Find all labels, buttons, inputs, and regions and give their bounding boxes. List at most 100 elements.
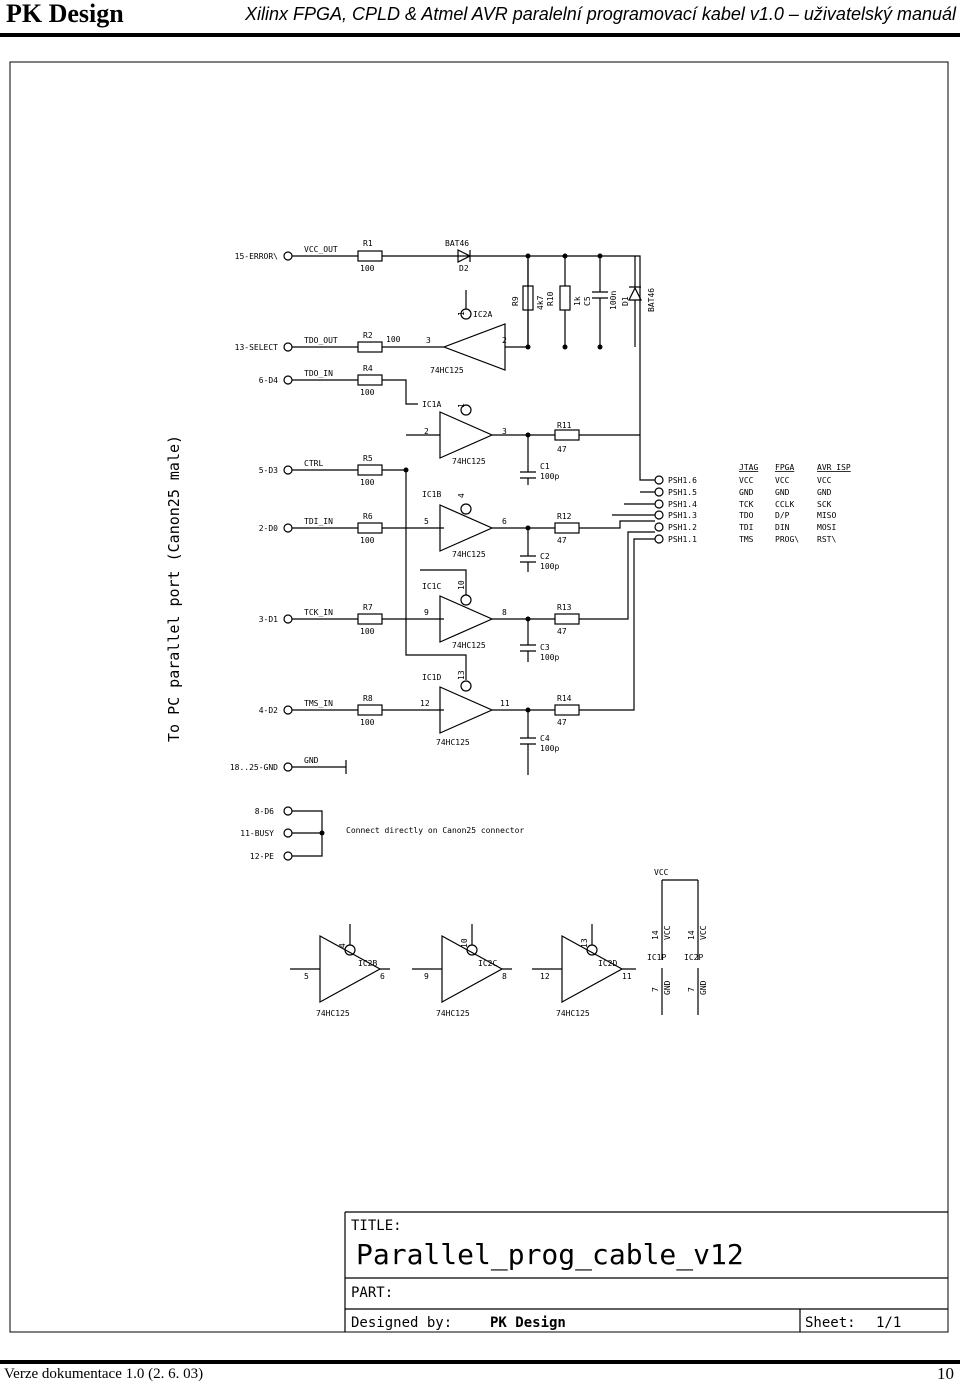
avr-3: MISO bbox=[817, 511, 836, 520]
r12-value: 47 bbox=[557, 536, 567, 545]
port-d4: 6-D4 bbox=[259, 376, 278, 385]
psh-pin-2: PSH1.2 bbox=[668, 523, 697, 532]
r2-value: 100 bbox=[386, 335, 401, 344]
ic1b-label: IC1B bbox=[422, 490, 441, 499]
ic2p-label: IC2P bbox=[684, 953, 703, 962]
pin-1: 1 bbox=[457, 311, 466, 316]
ic2c-part: 74HC125 bbox=[436, 1009, 470, 1018]
r13-value: 47 bbox=[557, 627, 567, 636]
r7-value: 100 bbox=[360, 627, 375, 636]
note-text: Connect directly on Canon25 connector bbox=[346, 826, 524, 835]
fpga-0: VCC bbox=[775, 476, 790, 485]
c4-value: 100p bbox=[540, 744, 559, 753]
designer-name: PK Design bbox=[490, 1315, 566, 1331]
r5-value: 100 bbox=[360, 478, 375, 487]
r4-value: 100 bbox=[360, 388, 375, 397]
ic1d-part: 74HC125 bbox=[436, 738, 470, 747]
c4-label: C4 bbox=[540, 734, 550, 743]
port-busy: 11-BUSY bbox=[240, 829, 274, 838]
footer-version: Verze dokumentace 1.0 (2. 6. 03) bbox=[4, 1366, 204, 1382]
avr-1: GND bbox=[817, 488, 832, 497]
net-vcc: VCC bbox=[654, 868, 669, 877]
header-rule bbox=[0, 33, 960, 37]
r1-label: R1 bbox=[363, 239, 373, 248]
jtag-0: VCC bbox=[739, 476, 754, 485]
psh-pin-1: PSH1.1 bbox=[668, 535, 697, 544]
r8-value: 100 bbox=[360, 718, 375, 727]
side-label: To PC parallel port (Canon25 male) bbox=[165, 435, 183, 742]
r2-label: R2 bbox=[363, 331, 373, 340]
pin-2: 2 bbox=[502, 336, 507, 345]
psh-pin-3: PSH1.3 bbox=[668, 511, 697, 520]
ic2p-vcc: VCC bbox=[699, 925, 708, 940]
net-tdi-in: TDI_IN bbox=[304, 517, 333, 526]
pin-9: 9 bbox=[424, 608, 429, 617]
c1-label: C1 bbox=[540, 462, 550, 471]
ic2d-label: IC2D bbox=[598, 959, 617, 968]
ic2a-part: 74HC125 bbox=[430, 366, 464, 375]
pin-9c: 9 bbox=[424, 972, 429, 981]
jtag-3: TDO bbox=[739, 511, 754, 520]
pin-8c: 8 bbox=[502, 972, 507, 981]
r6-value: 100 bbox=[360, 536, 375, 545]
ic2c-label: IC2C bbox=[478, 959, 497, 968]
pin-12: 12 bbox=[420, 699, 430, 708]
jtag-1: GND bbox=[739, 488, 754, 497]
jtag-4: TDI bbox=[739, 523, 754, 532]
sheet-number: 1/1 bbox=[876, 1315, 901, 1331]
ic1p-gnd: GND bbox=[663, 980, 672, 995]
port-select: 13-SELECT bbox=[235, 343, 279, 352]
designed-by-label: Designed by: bbox=[351, 1315, 452, 1331]
avr-4: MOSI bbox=[817, 523, 836, 532]
d2-label: D2 bbox=[459, 264, 469, 273]
port-d3: 5-D3 bbox=[259, 466, 278, 475]
pin-3: 3 bbox=[426, 336, 431, 345]
r14-label: R14 bbox=[557, 694, 572, 703]
r6-label: R6 bbox=[363, 512, 373, 521]
ic2p-pin14: 14 bbox=[687, 930, 696, 940]
psh-pin-5: PSH1.5 bbox=[668, 488, 697, 497]
r11-label: R11 bbox=[557, 421, 572, 430]
d1-label: D1 bbox=[621, 296, 630, 306]
c2-value: 100p bbox=[540, 562, 559, 571]
pin-3b: 3 bbox=[502, 427, 507, 436]
fpga-5: PROG\ bbox=[775, 535, 799, 544]
ic1p-vcc: VCC bbox=[663, 925, 672, 940]
document-title: Xilinx FPGA, CPLD & Atmel AVR paralelní … bbox=[245, 4, 956, 24]
pin-4: 4 bbox=[457, 493, 466, 498]
port-d0: 2-D0 bbox=[259, 524, 278, 533]
ic2b-label: IC2B bbox=[358, 959, 377, 968]
r13-label: R13 bbox=[557, 603, 572, 612]
footer-rule bbox=[0, 1360, 960, 1364]
ic1a-part: 74HC125 bbox=[452, 457, 486, 466]
avr-0: VCC bbox=[817, 476, 832, 485]
r10-label: R10 bbox=[546, 291, 555, 306]
ic2a-label: IC2A bbox=[473, 310, 492, 319]
schematic-frame bbox=[9, 61, 949, 1333]
d2-part: BAT46 bbox=[445, 239, 469, 248]
ic1b-part: 74HC125 bbox=[452, 550, 486, 559]
ic2p-gnd: GND bbox=[699, 980, 708, 995]
r8-label: R8 bbox=[363, 694, 373, 703]
port-gnd: 18..25-GND bbox=[230, 763, 278, 772]
pin-11: 11 bbox=[500, 699, 510, 708]
ic1c-label: IC1C bbox=[422, 582, 441, 591]
net-ctrl: CTRL bbox=[304, 459, 323, 468]
pin-4c: 4 bbox=[338, 943, 347, 948]
port-d1: 3-D1 bbox=[259, 615, 278, 624]
r12-label: R12 bbox=[557, 512, 572, 521]
title-label: TITLE: bbox=[351, 1218, 402, 1234]
ic1p-pin14: 14 bbox=[651, 930, 660, 940]
ic1d-label: IC1D bbox=[422, 673, 441, 682]
c3-value: 100p bbox=[540, 653, 559, 662]
d1-part: BAT46 bbox=[647, 288, 656, 312]
ic2b-part: 74HC125 bbox=[316, 1009, 350, 1018]
c2-label: C2 bbox=[540, 552, 550, 561]
pin-5: 5 bbox=[424, 517, 429, 526]
c5-label: C5 bbox=[583, 296, 592, 306]
sheet-label: Sheet: bbox=[805, 1315, 856, 1331]
r9-value: 4k7 bbox=[536, 295, 545, 310]
r9-label: R9 bbox=[511, 296, 520, 306]
port-error: 15-ERROR\ bbox=[235, 252, 279, 261]
